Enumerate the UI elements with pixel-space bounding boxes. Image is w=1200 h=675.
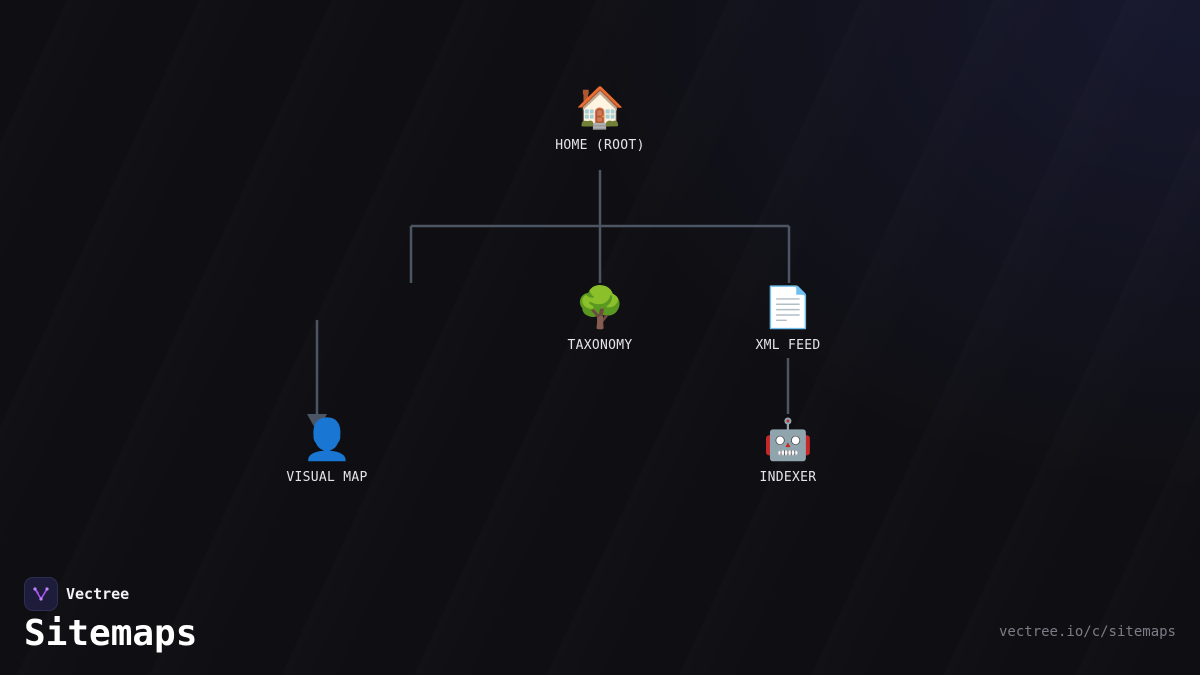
node-xml-feed[interactable]: 📄 XML FEED xyxy=(708,284,868,353)
user-silhouette-icon: 👤 xyxy=(302,417,352,463)
vectree-logo-mark xyxy=(33,587,49,601)
node-indexer[interactable]: 🤖 INDEXER xyxy=(708,416,868,485)
brand-name: Vectree xyxy=(66,585,130,603)
node-xml-feed-label: XML FEED xyxy=(755,338,821,353)
node-taxonomy-label: TAXONOMY xyxy=(567,338,633,353)
node-home[interactable]: 🏠 HOME (ROOT) xyxy=(520,84,680,153)
node-indexer-label: INDEXER xyxy=(759,470,817,485)
house-icon: 🏠 xyxy=(575,85,625,131)
node-home-label: HOME (ROOT) xyxy=(555,138,645,153)
node-taxonomy[interactable]: 🌳 TAXONOMY xyxy=(520,284,680,353)
vectree-logo-icon xyxy=(24,577,58,611)
node-visual-map-label: VISUAL MAP xyxy=(286,470,368,485)
robot-icon: 🤖 xyxy=(763,417,813,463)
arrow-head xyxy=(307,414,327,432)
brand[interactable]: Vectree xyxy=(24,577,129,611)
page-url[interactable]: vectree.io/c/sitemaps xyxy=(998,624,1176,640)
page-title: Sitemaps xyxy=(24,613,198,654)
document-icon: 📄 xyxy=(763,285,813,331)
node-visual-map[interactable]: 👤 VISUAL MAP xyxy=(247,416,407,485)
tree-icon: 🌳 xyxy=(575,285,625,331)
